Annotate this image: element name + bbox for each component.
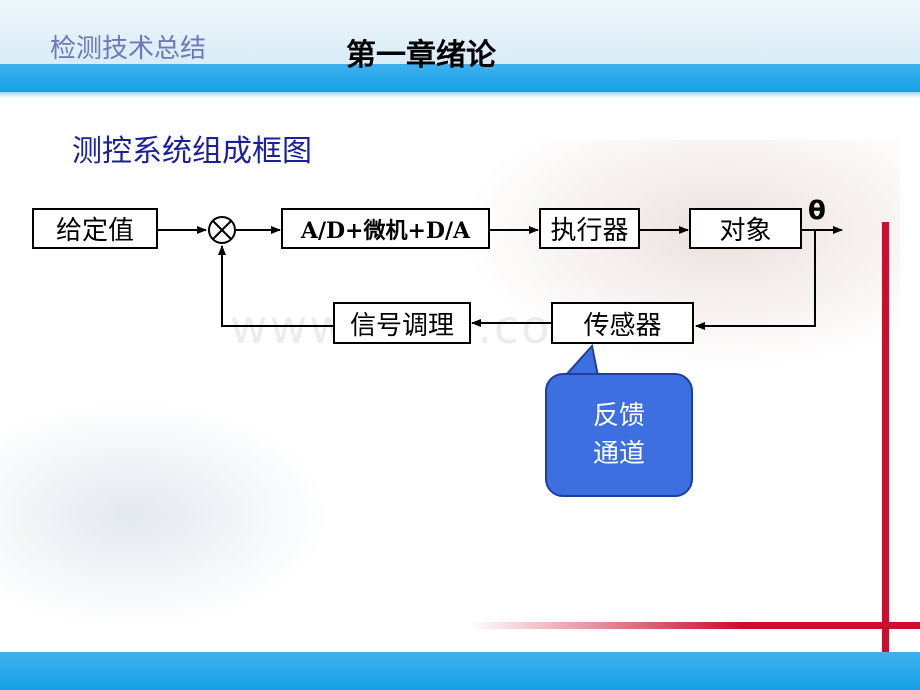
feedback-channel-callout: 反馈 通道 [545, 373, 693, 497]
header-accent-bar [0, 64, 920, 92]
chapter-title: 第一章绪论 [346, 38, 496, 73]
course-title: 检测技术总结 [50, 34, 207, 64]
output-theta-label: θ [808, 196, 826, 226]
block-sensor: 传感器 [551, 302, 694, 344]
summing-junction-icon [208, 216, 236, 244]
feedback-line-to-junction [218, 245, 333, 327]
red-horizontal-rule [470, 622, 920, 629]
footer-bar [0, 652, 920, 690]
red-vertical-rule [882, 222, 889, 664]
callout-line-2: 通道 [592, 439, 645, 469]
block-signal-conditioning: 信号调理 [333, 302, 471, 344]
background-building-image-left [0, 400, 330, 630]
block-actuator: 执行器 [539, 208, 640, 249]
slide-subtitle: 测控系统组成框图 [72, 134, 312, 169]
header-accent-shadow [0, 92, 920, 98]
callout-line-1: 反馈 [592, 401, 645, 431]
feedback-line-output-down [695, 230, 816, 330]
callout-tail [562, 343, 600, 377]
block-setpoint: 给定值 [32, 208, 158, 249]
block-controller: A/D+微机+D/A [281, 208, 490, 249]
block-object: 对象 [689, 208, 802, 249]
header-band [0, 0, 920, 64]
